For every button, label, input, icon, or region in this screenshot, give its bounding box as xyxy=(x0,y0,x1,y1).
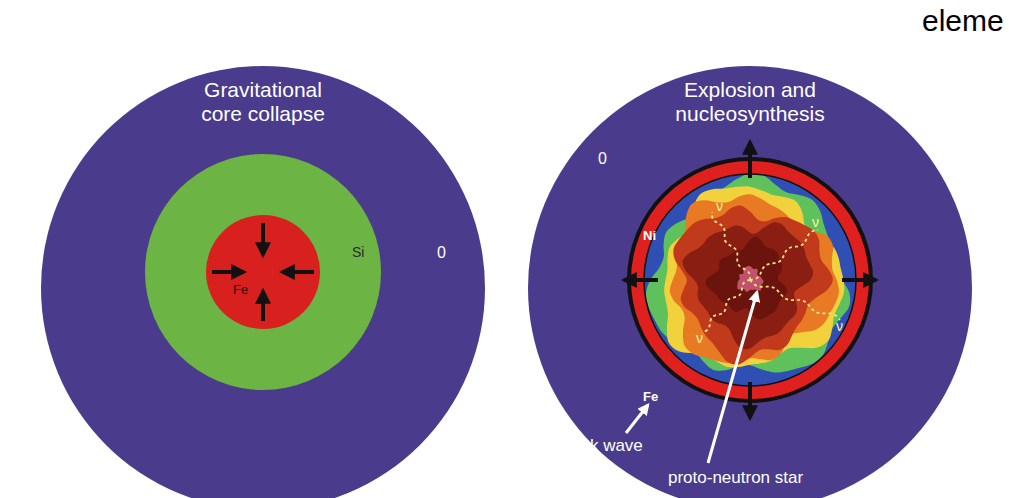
collapse-arrow xyxy=(282,270,314,274)
ring-inner-edge xyxy=(644,174,856,386)
circle-fill xyxy=(145,154,381,390)
iron-core: Fe xyxy=(206,215,320,329)
core-label: Fe xyxy=(233,283,248,298)
neutrino-symbol: ν xyxy=(696,330,703,346)
turbulence-blob xyxy=(706,237,788,320)
neutrino-path xyxy=(702,280,750,332)
shell-label: 0 xyxy=(437,244,446,262)
panel-title: Explosion and nucleosynthesis xyxy=(665,78,835,126)
star-envelope: Explosion and nucleosynthesis 0 xyxy=(528,66,972,498)
circle-fill xyxy=(206,215,320,329)
turbulence-blob xyxy=(673,205,833,364)
circle-outline xyxy=(528,66,972,498)
neutrino-symbol: ν xyxy=(716,198,723,214)
circle-fill xyxy=(41,66,485,498)
collapse-arrow xyxy=(212,270,244,274)
iron-nickel-ring xyxy=(637,167,863,393)
callout-label: shock wave xyxy=(554,436,643,456)
collapse-arrow xyxy=(261,223,265,255)
shell-label: 0 xyxy=(598,150,607,168)
neutrino-path xyxy=(712,212,750,280)
ring-label: Ni xyxy=(643,229,656,244)
expansion-arrow xyxy=(624,278,658,282)
neutrino-symbol: ν xyxy=(812,214,819,230)
shock-front xyxy=(629,159,871,401)
cut-heading: eleme xyxy=(922,4,1004,39)
neutrino-path xyxy=(750,280,840,320)
panel-title: Gravitational core collapse xyxy=(183,78,343,126)
neutrino-symbol: ν xyxy=(836,318,843,334)
expansion-arrow xyxy=(842,278,876,282)
ring-label: Fe xyxy=(643,390,658,405)
star-envelope: Fe Si Gravitational core collapse 0 xyxy=(41,66,485,498)
neutrino-path xyxy=(750,230,818,280)
callout-label: proto-neutron star xyxy=(668,468,803,488)
leader-arrow xyxy=(708,292,757,463)
explosion-illustration xyxy=(624,142,876,463)
silicon-shell: Fe Si xyxy=(145,154,381,390)
expansion-arrow xyxy=(748,142,752,178)
leader-arrow xyxy=(626,405,648,433)
turbulence-blob xyxy=(682,222,813,349)
circle-fill xyxy=(528,66,972,498)
turbulence-blob xyxy=(664,186,844,367)
collapse-arrow xyxy=(261,291,265,321)
expansion-arrow xyxy=(748,382,752,418)
circle-outline xyxy=(206,215,320,329)
shell-label: Si xyxy=(352,244,364,260)
